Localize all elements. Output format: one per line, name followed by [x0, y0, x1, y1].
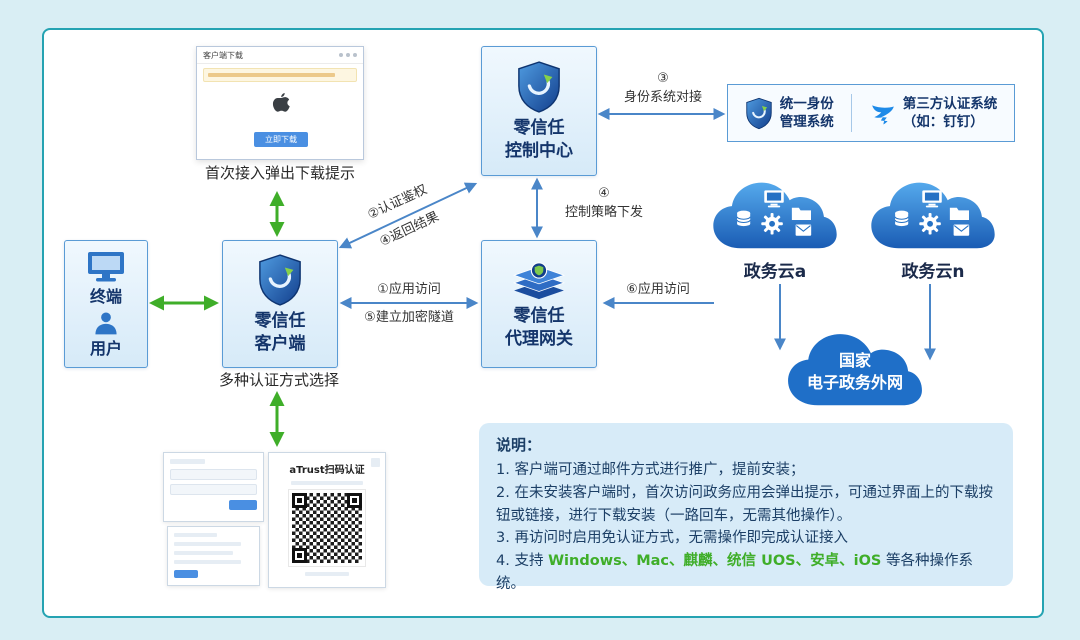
mock-confirm-button [174, 570, 198, 578]
dingtalk-icon [870, 100, 896, 126]
user-icon [93, 310, 119, 336]
notes-item-1: 1. 客户端可通过邮件方式进行推广，提前安装； [496, 461, 805, 478]
client-caption: 多种认证方式选择 [218, 371, 339, 389]
flow-label-app-access-6: ⑥应用访问 [626, 282, 690, 297]
download-dialog-screenshot: 客户端下载 立即下载 [196, 46, 364, 160]
gov-cloud-n-label: 政务云n [901, 262, 965, 282]
flow-label-identity-3-num: ③ [657, 71, 669, 86]
client-title: 零信任 客户端 [255, 310, 306, 354]
gateway-title: 零信任 代理网关 [505, 305, 573, 349]
notes-item-4: 4. 支持 Windows、Mac、麒麟、统信 UOS、安卓、iOS 等各种操作… [496, 550, 996, 596]
divider [851, 94, 853, 132]
unified-identity-line1: 统一身份 [779, 95, 834, 112]
flow-label-identity-3: ③ 身份系统对接 [602, 70, 724, 108]
window-controls-icon [339, 53, 357, 57]
gov-cloud-a-icon [706, 166, 844, 260]
control-center-node: 零信任 控制中心 [481, 46, 597, 176]
flow-label-policy-4: ④ 控制策略下发 [546, 185, 662, 223]
proxy-gateway-node: 零信任 代理网关 [481, 240, 597, 368]
download-caption: 首次接入弹出下载提示 [204, 164, 355, 182]
auth-options-screenshot [167, 526, 260, 586]
download-dialog-title: 客户端下载 [203, 50, 243, 60]
third-party-line2: （如：钉钉） [902, 114, 984, 130]
extranet-label-line2: 电子政务外网 [806, 372, 903, 392]
monitor-switch-icon [371, 458, 380, 467]
qr-code-screenshot: aTrust扫码认证 [268, 452, 386, 588]
shield-icon [516, 60, 562, 114]
qr-code-icon [288, 489, 366, 567]
flow-label-tunnel-5: ⑤建立加密隧道 [364, 310, 454, 325]
notes-item-4-suffix: 等各种操作系统。 [496, 553, 973, 593]
shield-icon [257, 253, 303, 307]
shield-icon [745, 97, 773, 130]
gov-cloud-a-label: 政务云a [743, 262, 807, 282]
mock-login-button [229, 500, 257, 510]
unified-identity-group: 统一身份 管理系统 [745, 95, 834, 131]
extranet-label-line1: 国家 [838, 351, 871, 370]
login-form-screenshot [163, 452, 264, 522]
monitor-icon [86, 250, 126, 284]
notice-bar [203, 68, 357, 82]
flow-label-app-access-1: ①应用访问 [377, 282, 441, 297]
notes-box: 说明： 1. 客户端可通过邮件方式进行推广，提前安装； 2. 在未安装客户端时，… [479, 423, 1013, 592]
notes-item-3: 3. 再访问时启用免认证方式，无需操作即完成认证接入 [496, 530, 848, 547]
control-center-title-line2: 控制中心 [505, 140, 573, 161]
user-label: 用户 [89, 338, 122, 358]
flow-label-identity-3-text: 身份系统对接 [623, 89, 702, 105]
notes-item-2: 2. 在未安装客户端时，首次访问政务应用会弹出提示，可通过界面上的下载按钮或链接… [496, 484, 993, 524]
gov-cloud-n-icon [864, 166, 1002, 260]
terminal-user-node: 终端 用户 [64, 240, 148, 368]
gateway-title-line2: 代理网关 [505, 328, 573, 349]
extranet-label: 国家 电子政务外网 [775, 350, 935, 393]
client-title-line1: 零信任 [254, 311, 306, 332]
control-center-title-line1: 零信任 [513, 118, 565, 139]
client-title-line2: 客户端 [254, 333, 306, 354]
notes-item-4-prefix: 4. 支持 [496, 553, 549, 570]
gateway-icon [508, 258, 570, 302]
gateway-title-line1: 零信任 [513, 306, 565, 327]
notes-item-4-os-list: Windows、Mac、麒麟、统信 UOS、安卓、iOS [548, 553, 882, 570]
unified-identity-line2: 管理系统 [779, 114, 834, 130]
download-dialog-titlebar: 客户端下载 [197, 47, 363, 64]
third-party-auth-group: 第三方认证系统 （如：钉钉） [870, 95, 998, 131]
apple-logo-icon [270, 91, 292, 117]
third-party-line1: 第三方认证系统 [902, 95, 998, 112]
control-center-title: 零信任 控制中心 [505, 117, 573, 161]
terminal-label: 终端 [89, 287, 122, 307]
flow-label-policy-4-text: 控制策略下发 [564, 204, 643, 220]
qr-title: aTrust扫码认证 [289, 465, 365, 476]
download-button: 立即下载 [254, 132, 308, 147]
zero-trust-client-node: 零信任 客户端 [222, 240, 338, 368]
notes-title: 说明： [496, 436, 542, 454]
flow-label-policy-4-num: ④ [598, 186, 610, 201]
identity-systems-box: 统一身份 管理系统 第三方认证系统 （如：钉钉） [727, 84, 1015, 142]
